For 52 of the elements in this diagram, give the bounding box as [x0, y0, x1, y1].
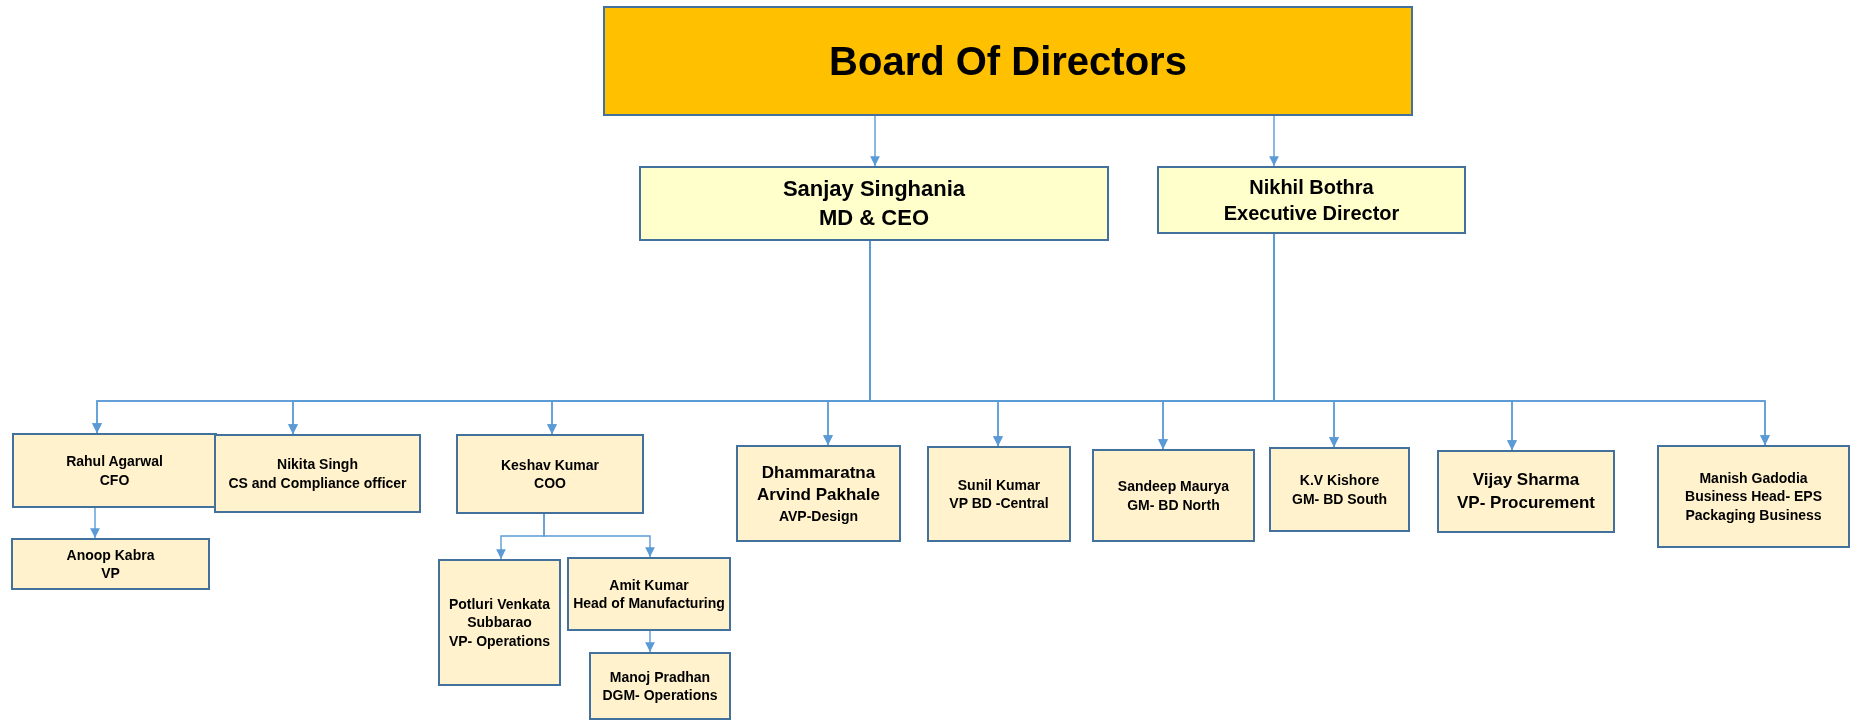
person-name: Manoj Pradhan: [609, 667, 711, 686]
person-name: Vijay Sharma: [1472, 469, 1580, 492]
person-name: Manish Gadodia: [1699, 469, 1808, 488]
person-name: Nikhil Bothra: [1249, 175, 1374, 200]
job-title: CFO: [99, 470, 130, 489]
person-name: Amit Kumar: [609, 575, 689, 594]
board-box: [603, 6, 1413, 116]
role-box: [927, 446, 1071, 542]
job-title: Executive Director: [1223, 201, 1400, 226]
job-title: VP- Procurement: [1457, 491, 1595, 514]
role-box: [736, 445, 901, 542]
role-box: [12, 433, 217, 508]
connector-arrow: [90, 507, 100, 539]
job-title: AVP-Design: [778, 506, 859, 525]
job-title: Head of Manufacturing: [573, 594, 725, 613]
job-title: COO: [534, 474, 566, 493]
person-name: Sunil Kumar: [957, 475, 1041, 494]
person-name: Sanjay Singhania: [782, 174, 966, 203]
role-box: [438, 559, 561, 686]
heading-text: Board Of Directors: [829, 38, 1187, 85]
role-box: [1157, 166, 1466, 234]
job-title: VP: [101, 564, 120, 583]
person-name: Potluri Venkata Subbarao: [447, 595, 552, 632]
job-title: CS and Compliance officer: [228, 473, 407, 492]
job-title: DGM- Operations: [602, 686, 718, 705]
job-title: Business Head- EPS Packaging Business: [1684, 487, 1823, 524]
role-box: [1657, 445, 1850, 548]
role-box: [214, 434, 421, 513]
connector-arrow: [870, 115, 880, 167]
role-box: [11, 538, 210, 590]
person-name: Dhammaratna Arvind Pakhale: [756, 462, 881, 507]
role-box: [1437, 450, 1615, 533]
person-name: Rahul Agarwal: [66, 452, 163, 471]
job-title: VP- Operations: [448, 631, 551, 650]
role-box: [639, 166, 1109, 241]
person-name: K.V Kishore: [1299, 471, 1380, 490]
person-name: Sandeep Maurya: [1117, 477, 1230, 496]
person-name: Keshav Kumar: [500, 455, 599, 474]
connector-arrow: [1269, 115, 1279, 167]
job-title: VP BD -Central: [949, 494, 1049, 513]
job-title: GM- BD North: [1127, 495, 1220, 514]
job-title: MD & CEO: [819, 203, 929, 232]
role-box: [1092, 449, 1255, 542]
role-box: [589, 652, 731, 720]
person-name: Nikita Singh: [277, 455, 358, 474]
role-box: [567, 557, 731, 631]
job-title: GM- BD South: [1292, 489, 1387, 508]
role-box: [1269, 447, 1410, 532]
connector-arrow: [645, 630, 655, 653]
person-name: Anoop Kabra: [66, 545, 155, 564]
connector-arrow: [543, 513, 655, 558]
role-box: [456, 434, 644, 514]
